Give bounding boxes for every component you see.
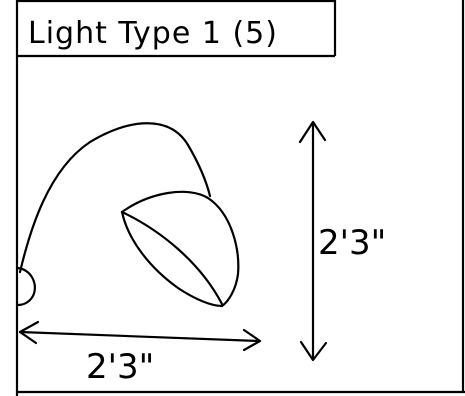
- lamp-head-lower: [120, 210, 224, 308]
- title-text: Light Type 1 (5): [28, 16, 278, 51]
- horizontal-dimension-arrow: [18, 320, 262, 352]
- arm-arc: [18, 122, 212, 274]
- wall-mount: [16, 266, 36, 307]
- lamp-head-midline: [120, 210, 224, 306]
- horizontal-dimension-label: 2'3": [86, 347, 154, 387]
- title-box: Light Type 1 (5): [17, 0, 337, 58]
- vertical-dimension-label: 2'3": [318, 223, 386, 263]
- lamp-head-shade: [120, 190, 240, 308]
- vertical-dimension-arrow: [298, 120, 328, 362]
- sheet-frame: [15, 0, 465, 396]
